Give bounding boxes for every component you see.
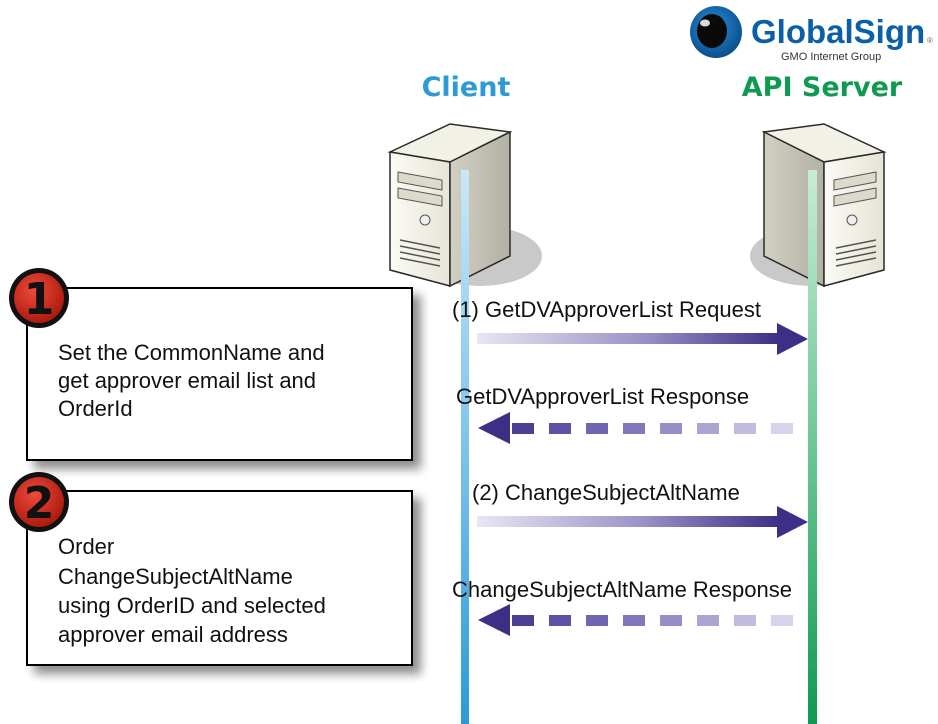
server-lifeline — [808, 170, 817, 724]
step-2-box: Order ChangeSubjectAltName using OrderID… — [26, 490, 413, 666]
step-1-line: OrderId — [58, 396, 133, 421]
message-4-arrow — [478, 604, 793, 636]
message-1-label: (1) GetDVApproverList Request — [452, 297, 761, 322]
step-2-number: 2 — [24, 478, 55, 529]
message-2-arrow — [478, 412, 793, 444]
message-2-label: GetDVApproverList Response — [456, 384, 749, 409]
step-1-box: Set the CommonName and get approver emai… — [26, 287, 413, 461]
message-3-label: (2) ChangeSubjectAltName — [472, 480, 740, 505]
message-4-label: ChangeSubjectAltName Response — [452, 577, 792, 602]
step-1-number: 1 — [24, 274, 55, 325]
globalsign-logo: GlobalSign ® GMO Internet Group — [690, 6, 933, 63]
step-2-badge: 2 — [9, 472, 69, 532]
logo-registered-mark: ® — [927, 36, 933, 45]
step-2-line: using OrderID and selected — [58, 593, 326, 618]
step-1-line: Set the CommonName and — [58, 340, 325, 365]
step-1-text: Set the CommonName and get approver emai… — [58, 340, 331, 421]
client-lifeline — [461, 170, 469, 724]
step-2-line: ChangeSubjectAltName — [58, 564, 293, 589]
step-2-line: Order — [58, 534, 114, 559]
step-2-line: approver email address — [58, 622, 288, 647]
step-1-badge: 1 — [9, 268, 69, 328]
step-1-line: get approver email list and — [58, 368, 316, 393]
logo-name: GlobalSign — [751, 13, 925, 50]
message-3-arrow — [477, 506, 808, 538]
message-1-arrow — [477, 323, 808, 355]
logo-tagline: GMO Internet Group — [781, 51, 881, 63]
step-2-text: Order ChangeSubjectAltName using OrderID… — [58, 534, 332, 647]
client-label: Client — [422, 72, 511, 103]
server-label: API Server — [742, 72, 903, 103]
